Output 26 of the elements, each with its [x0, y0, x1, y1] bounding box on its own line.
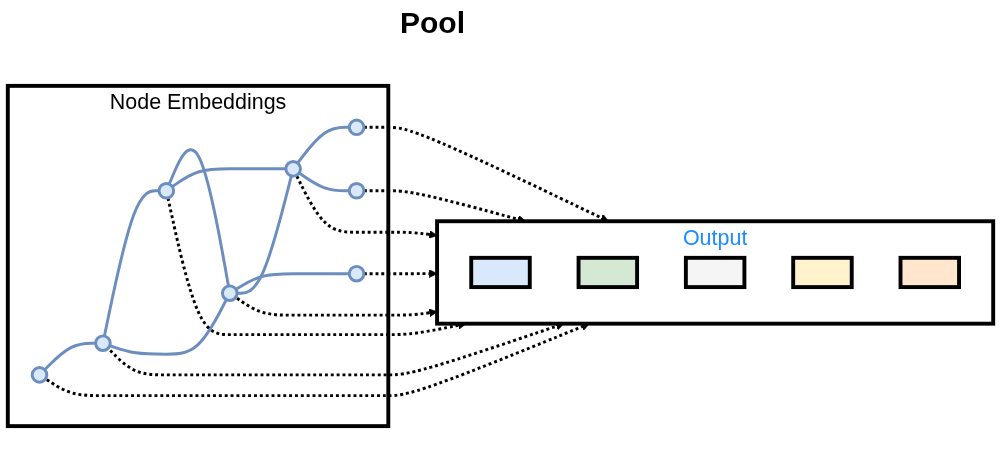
- node-box: [791, 255, 854, 290]
- connector: [298, 171, 350, 193]
- node-circle: [94, 334, 112, 352]
- connector: [103, 189, 160, 337]
- node-box: [898, 255, 961, 290]
- connector: [237, 175, 293, 295]
- node-box: [576, 255, 640, 290]
- cluster: Node Embeddings: [5, 83, 391, 429]
- connector: [43, 341, 96, 371]
- node-box: [683, 255, 747, 290]
- node-circle: [347, 118, 366, 137]
- connector: [171, 167, 286, 188]
- node-circle: [220, 284, 239, 302]
- node-box: [469, 255, 532, 290]
- connector: [296, 125, 350, 164]
- node-circle: [157, 181, 176, 200]
- arrow: [363, 125, 609, 222]
- connector: [167, 148, 230, 287]
- node-circle: [30, 366, 49, 384]
- node-circle: [284, 160, 302, 178]
- node-circle: [347, 264, 366, 283]
- node-circle: [347, 181, 366, 200]
- operation-label: Pool: [400, 6, 465, 40]
- connector: [235, 272, 350, 291]
- cluster: Output: [435, 219, 996, 326]
- connector: [109, 299, 228, 356]
